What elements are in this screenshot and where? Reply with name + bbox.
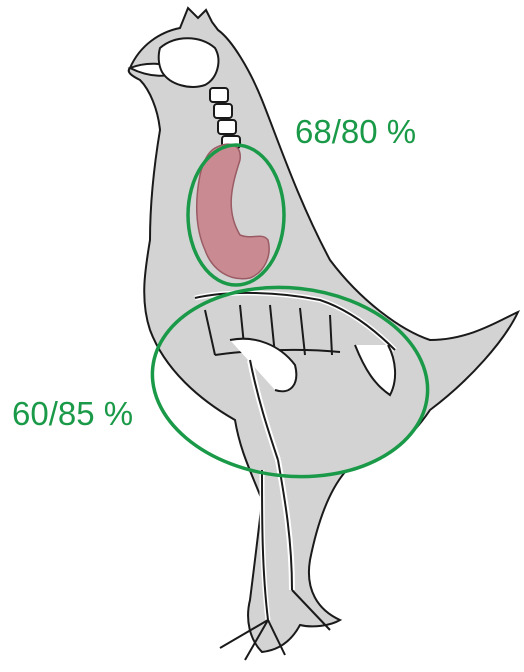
skull xyxy=(159,38,219,87)
chicken-silhouette xyxy=(129,8,518,652)
lower-percentage-label: 60/85 % xyxy=(12,397,133,430)
upper-percentage-label: 68/80 % xyxy=(295,115,416,148)
